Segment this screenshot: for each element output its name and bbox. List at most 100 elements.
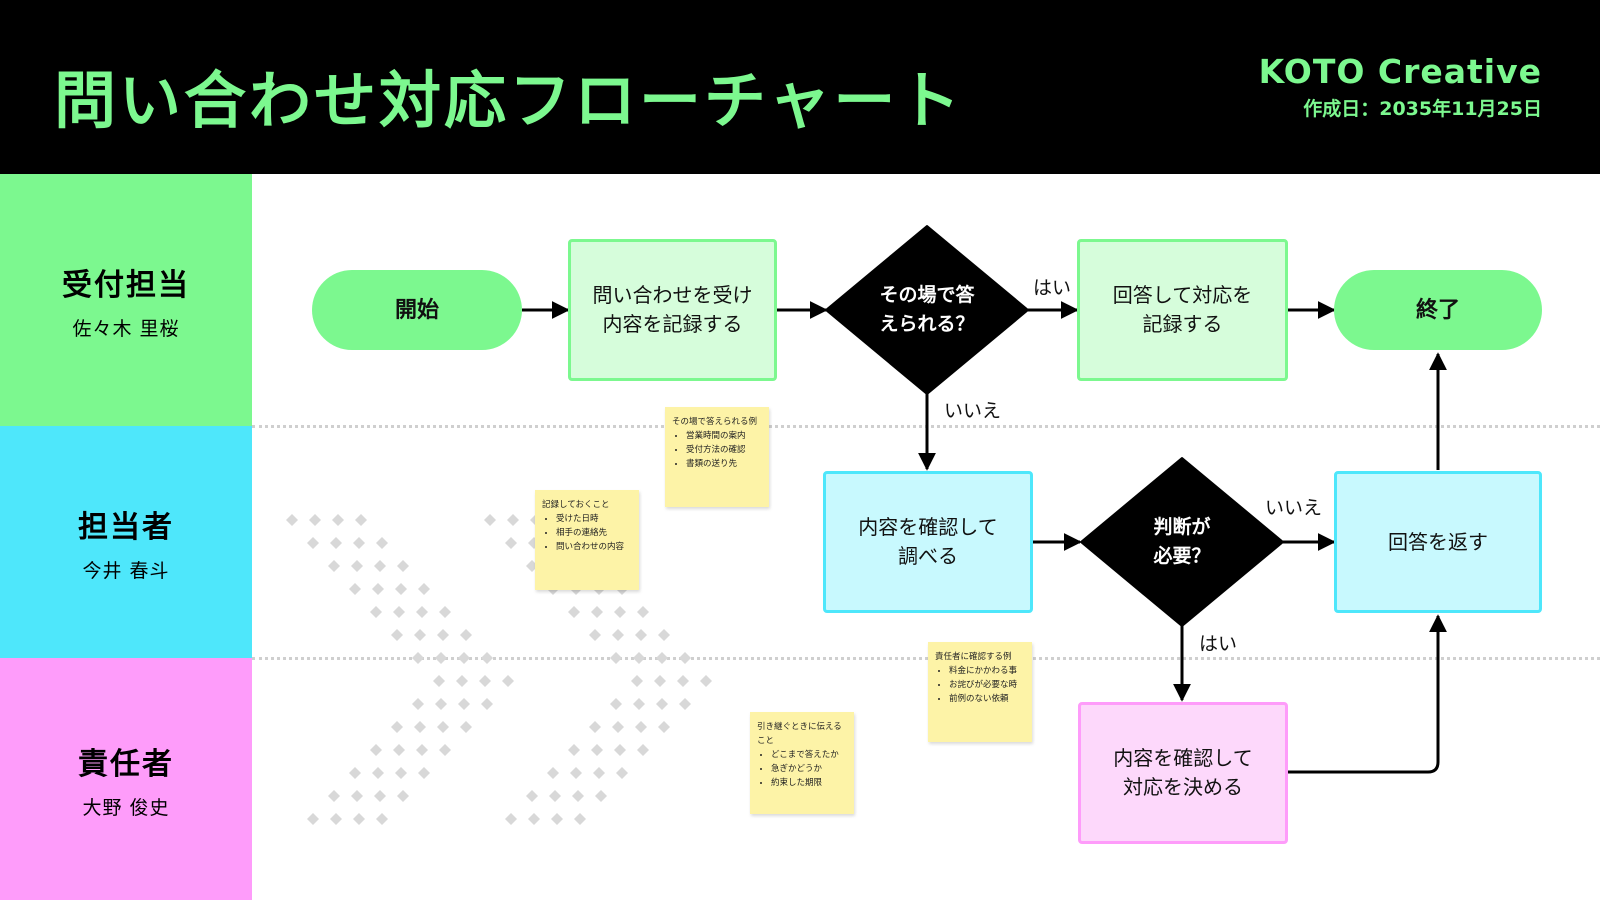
decorative-dot — [631, 675, 643, 687]
decorative-dot — [635, 721, 647, 733]
decorative-dot — [351, 560, 363, 572]
decorative-dot — [391, 721, 403, 733]
decorative-dot — [395, 767, 407, 779]
decorative-dot — [637, 606, 649, 618]
record-answer-node: 回答して対応を 記録する — [1077, 239, 1288, 381]
page-title: 問い合わせ対応フローチャート — [54, 64, 964, 137]
decorative-dot — [591, 744, 603, 756]
decision-diamond — [825, 225, 1029, 395]
note-item: 問い合わせの内容 — [556, 540, 633, 554]
decorative-dot — [595, 790, 607, 802]
lane-role: 受付担当 — [62, 267, 190, 303]
decision-diamond — [1080, 457, 1284, 627]
decorative-dot — [654, 675, 666, 687]
decorative-dot — [614, 744, 626, 756]
edge-label-no: いいえ — [944, 400, 1002, 422]
sticky-note-manager-examples: 責任者に確認する例 料金にかかわる事 お詫びが必要な時 前例のない依頼 — [928, 642, 1032, 742]
decorative-dot — [479, 675, 491, 687]
lane-person: 佐々木 里桜 — [72, 317, 180, 340]
sticky-note-record-items: 記録しておくこと 受けた日時 相手の連絡先 問い合わせの内容 — [535, 490, 639, 590]
note-item: 受付方法の確認 — [686, 443, 763, 457]
decide-response-node: 内容を確認して 対応を決める — [1078, 702, 1288, 844]
decorative-dot — [412, 698, 424, 710]
decorative-dot — [679, 698, 691, 710]
decorative-dot — [635, 629, 647, 641]
decorative-dot — [372, 583, 384, 595]
note-title: その場で答えられる例 — [672, 417, 758, 427]
decorative-dot — [435, 698, 447, 710]
investigate-node: 内容を確認して 調べる — [823, 471, 1033, 613]
decorative-dot — [439, 744, 451, 756]
lane-divider — [252, 657, 1600, 660]
decorative-dot — [393, 744, 405, 756]
decorative-dot — [458, 698, 470, 710]
decorative-dot — [397, 560, 409, 572]
decorative-dot — [328, 560, 340, 572]
decorative-dot — [307, 537, 319, 549]
decorative-dot — [481, 698, 493, 710]
decorative-dot — [437, 721, 449, 733]
reply-node: 回答を返す — [1334, 471, 1542, 613]
decorative-dot — [528, 813, 540, 825]
note-item: 受けた日時 — [556, 512, 633, 526]
decorative-dot — [414, 629, 426, 641]
note-item: 営業時間の案内 — [686, 429, 763, 443]
decorative-dot — [505, 813, 517, 825]
start-node: 開始 — [312, 270, 522, 350]
decorative-dot — [330, 813, 342, 825]
decorative-dot-pattern — [286, 514, 712, 825]
decorative-dot — [677, 675, 689, 687]
decorative-dot — [549, 790, 561, 802]
edge-label-yes: はい — [1033, 277, 1072, 299]
decorative-dot — [349, 583, 361, 595]
decorative-dot — [458, 652, 470, 664]
decorative-dot — [370, 744, 382, 756]
decorative-dot — [433, 675, 445, 687]
decorative-dot — [656, 652, 668, 664]
lane-staff: 担当者 今井 春斗 — [0, 426, 252, 658]
decorative-dot — [374, 560, 386, 572]
note-item: 急ぎかどうか — [771, 762, 848, 776]
decorative-dot — [502, 675, 514, 687]
decorative-dot — [328, 790, 340, 802]
decorative-dot — [505, 537, 517, 549]
decorative-dot — [351, 790, 363, 802]
decorative-dot — [391, 629, 403, 641]
decorative-dot — [568, 606, 580, 618]
decorative-dot — [574, 813, 586, 825]
decorative-dot — [658, 629, 670, 641]
decorative-dot — [610, 698, 622, 710]
decorative-dot — [612, 629, 624, 641]
note-title: 引き継ぐときに伝えること — [757, 722, 842, 746]
lane-role: 責任者 — [78, 746, 174, 782]
note-title: 記録しておくこと — [542, 500, 610, 510]
decorative-dot — [633, 698, 645, 710]
lane-person: 大野 俊史 — [82, 796, 170, 819]
note-item: お詫びが必要な時 — [949, 678, 1026, 692]
decision-answer-now-label: その場で答 えられる？ — [879, 284, 975, 335]
decorative-dot — [439, 606, 451, 618]
decorative-dot — [507, 514, 519, 526]
decorative-dot — [332, 514, 344, 526]
decorative-dot — [376, 813, 388, 825]
note-item: 相手の連絡先 — [556, 526, 633, 540]
decorative-dot — [286, 514, 298, 526]
end-node: 終了 — [1334, 270, 1542, 350]
decorative-dot — [374, 790, 386, 802]
decorative-dot — [656, 698, 668, 710]
decorative-dot — [593, 767, 605, 779]
receive-inquiry-node: 問い合わせを受け 内容を記録する — [568, 239, 777, 381]
decorative-dot — [616, 767, 628, 779]
decorative-dot — [349, 767, 361, 779]
edge-label-no: いいえ — [1265, 497, 1323, 519]
decorative-dot — [484, 514, 496, 526]
decorative-dot — [376, 537, 388, 549]
decorative-dot — [658, 721, 670, 733]
note-item: 料金にかかわる事 — [949, 664, 1026, 678]
decorative-dot — [460, 721, 472, 733]
decorative-dot — [416, 606, 428, 618]
decorative-dot — [612, 721, 624, 733]
note-item: 前例のない依頼 — [949, 692, 1026, 706]
decorative-dot — [568, 744, 580, 756]
decorative-dot — [610, 652, 622, 664]
